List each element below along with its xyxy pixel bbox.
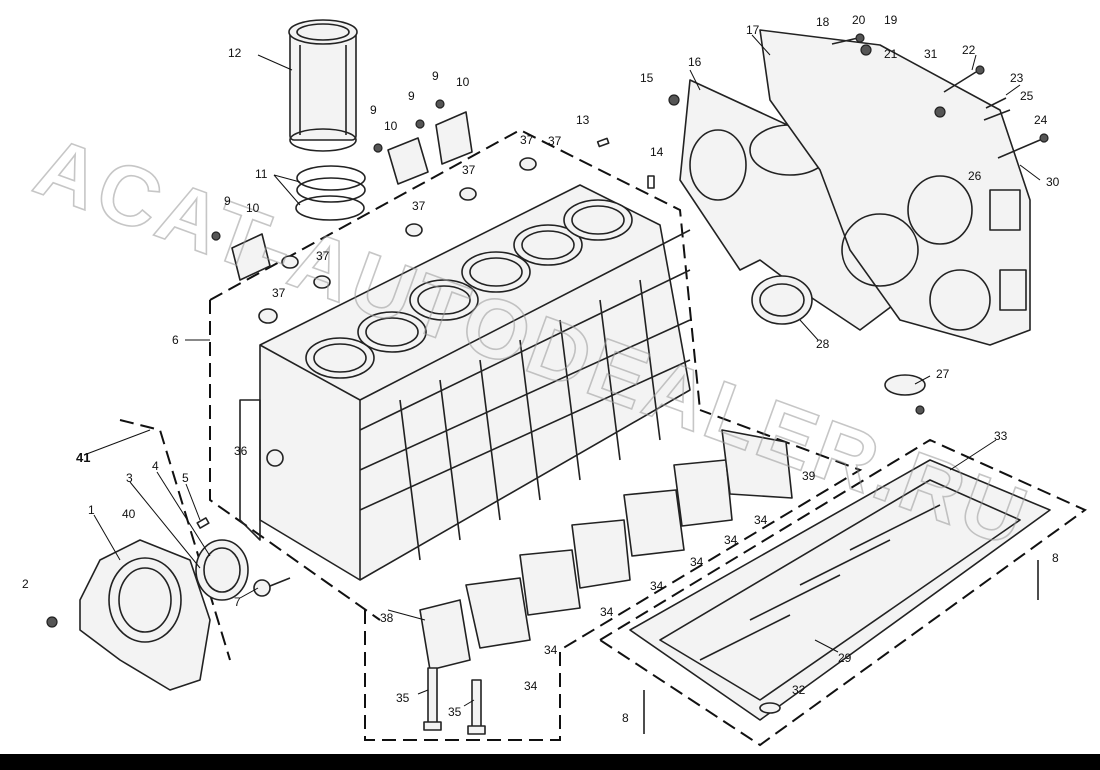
callout-10-mid: 10 <box>384 119 398 133</box>
callout-2: 2 <box>22 577 29 591</box>
callout-37-c: 37 <box>412 199 426 213</box>
callout-7: 7 <box>234 595 241 609</box>
callout-37-a: 37 <box>272 286 286 300</box>
bushing-seal <box>751 275 813 325</box>
callout-41: 41 <box>76 450 90 465</box>
callout-37-f: 37 <box>548 134 562 148</box>
bearing-cap-group-outline <box>364 409 863 741</box>
callout-14: 14 <box>650 145 664 159</box>
callout-8-right: 8 <box>1052 551 1059 565</box>
callout-34-d: 34 <box>650 579 664 593</box>
callout-27: 27 <box>936 367 950 381</box>
callout-21: 21 <box>884 47 898 61</box>
expansion-plugs <box>258 157 537 324</box>
cylinder-liner <box>288 19 358 152</box>
dowel-pin <box>596 137 610 148</box>
block-group-outline-left <box>209 300 381 621</box>
oil-pan-group-outline <box>598 438 1087 747</box>
callout-31: 31 <box>924 47 938 61</box>
timing-gear-housing <box>759 29 1031 346</box>
callout-30: 30 <box>1046 175 1060 189</box>
oil-nozzle <box>253 577 291 597</box>
cover-plate-27 <box>884 374 926 415</box>
callout-23: 23 <box>1010 71 1024 85</box>
callout-6: 6 <box>172 333 179 347</box>
callout-34-f: 34 <box>724 533 738 547</box>
callout-37-d: 37 <box>462 163 476 177</box>
callout-34-b: 34 <box>524 679 538 693</box>
drain-plug <box>759 702 781 714</box>
callout-4: 4 <box>152 459 159 473</box>
bottom-border-bar <box>0 754 1100 770</box>
callout-35-a: 35 <box>396 691 410 705</box>
flywheel-housing <box>79 539 211 691</box>
liner-o-rings <box>295 165 366 221</box>
callout-33: 33 <box>994 429 1008 443</box>
callout-10-left: 10 <box>246 201 260 215</box>
callout-40: 40 <box>122 507 136 521</box>
callout-18: 18 <box>816 15 830 29</box>
callout-22: 22 <box>962 43 976 57</box>
callout-25: 25 <box>1020 89 1034 103</box>
callout-34-c: 34 <box>600 605 614 619</box>
leader-lines <box>83 34 1041 707</box>
callout-28: 28 <box>816 337 830 351</box>
main-bearing-caps <box>419 429 793 671</box>
callout-9-left: 9 <box>224 194 231 208</box>
oil-pan-bedplate <box>629 459 1051 721</box>
callout-34-g: 34 <box>754 513 768 527</box>
crankshaft-seal <box>195 539 249 601</box>
callout-32: 32 <box>792 683 806 697</box>
block-group-outline <box>209 128 701 411</box>
callout-11: 11 <box>255 167 268 181</box>
callout-5: 5 <box>182 471 189 485</box>
callout-17: 17 <box>746 23 760 37</box>
main-bearing-bolts <box>423 667 486 735</box>
callout-10-right: 10 <box>456 75 470 89</box>
callout-19: 19 <box>884 13 898 27</box>
housing-bolts <box>668 33 1049 159</box>
callout-12: 12 <box>228 46 242 60</box>
callout-9-top: 9 <box>432 69 439 83</box>
callout-13: 13 <box>576 113 590 127</box>
dowel <box>196 517 210 529</box>
callout-39: 39 <box>802 469 816 483</box>
callout-36: 36 <box>234 444 248 458</box>
housing-bolt <box>46 616 58 628</box>
callout-26: 26 <box>968 169 982 183</box>
callout-9-mid: 9 <box>370 103 377 117</box>
callout-34-a: 34 <box>544 643 558 657</box>
callout-labels: 1 2 3 4 5 6 7 8 8 9 9 9 9 10 10 10 11 12… <box>22 13 1060 725</box>
callout-16: 16 <box>688 55 702 69</box>
callout-37-b: 37 <box>316 249 330 263</box>
callout-9-right: 9 <box>408 89 415 103</box>
callout-38: 38 <box>380 611 394 625</box>
callout-15: 15 <box>640 71 654 85</box>
callout-24: 24 <box>1034 113 1048 127</box>
callout-8-bottom: 8 <box>622 711 629 725</box>
cylinder-block <box>239 184 691 581</box>
callout-34-e: 34 <box>690 555 704 569</box>
plug-36 <box>266 449 284 467</box>
callout-1: 1 <box>88 503 95 517</box>
callout-35-b: 35 <box>448 705 462 719</box>
sleeve <box>647 175 655 189</box>
cover-plates <box>211 99 473 281</box>
callout-20: 20 <box>852 13 866 27</box>
callout-29: 29 <box>838 651 852 665</box>
callout-37-e: 37 <box>520 133 534 147</box>
callout-3: 3 <box>126 471 133 485</box>
